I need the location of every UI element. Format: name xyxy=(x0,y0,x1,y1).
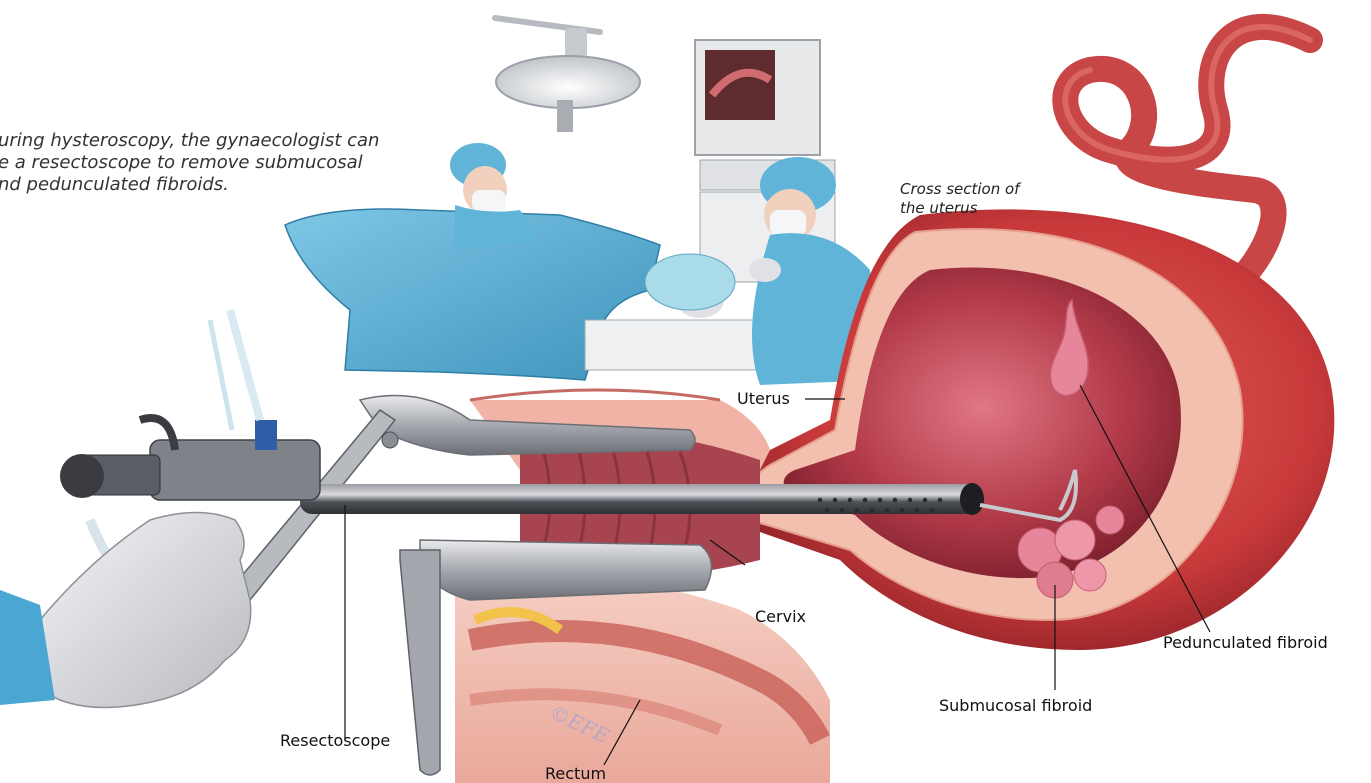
resectoscope-label: Resectoscope xyxy=(280,731,390,750)
caption-line-3: nd pedunculated fibroids. xyxy=(0,174,379,196)
operating-room-scene xyxy=(285,18,880,385)
cross-section-caption-line-1: Cross section of xyxy=(900,180,1019,199)
surgical-lamp xyxy=(495,18,640,132)
hysteroscopy-caption: uring hysteroscopy, the gynaecologist ca… xyxy=(0,130,379,196)
uterus-label: Uterus xyxy=(737,389,790,408)
caption-line-1: uring hysteroscopy, the gynaecologist ca… xyxy=(0,130,379,152)
speculum-lower-blade xyxy=(420,540,711,600)
pedunculated-fibroid-label: Pedunculated fibroid xyxy=(1163,633,1328,652)
operating-table xyxy=(585,320,775,370)
submucosal-fibroid-label: Submucosal fibroid xyxy=(939,696,1092,715)
gloved-hand xyxy=(40,513,251,708)
speculum-handle xyxy=(400,550,440,775)
assistant-figure xyxy=(450,143,540,250)
cervix-label: Cervix xyxy=(755,607,806,626)
rectum-label: Rectum xyxy=(545,764,606,783)
caption-line-2: e a resectoscope to remove submucosal xyxy=(0,152,379,174)
cross-section-caption: Cross section of the uterus xyxy=(900,180,1019,218)
cross-section-caption-line-2: the uterus xyxy=(900,199,1019,218)
